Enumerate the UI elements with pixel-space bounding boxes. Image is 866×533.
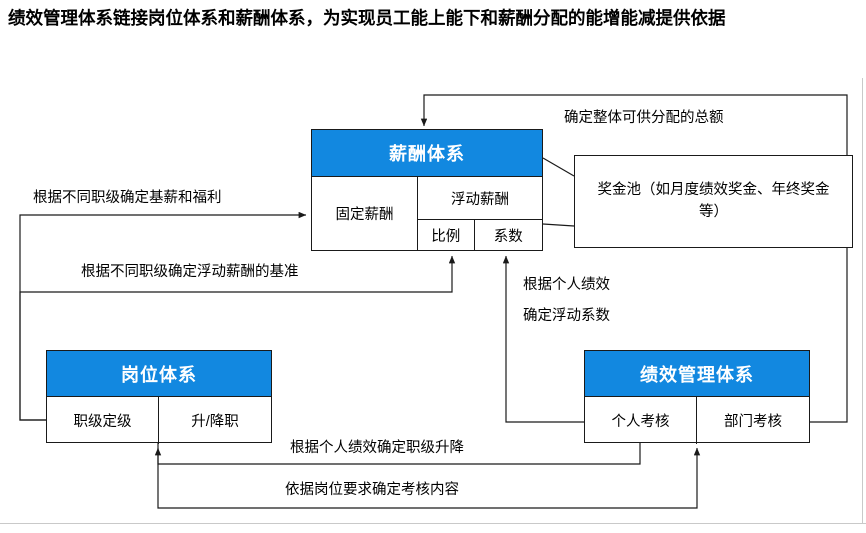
node-pay-system[interactable]: 薪酬体系 固定薪酬 浮动薪酬 比例 系数 — [311, 129, 543, 251]
cell-coefficient[interactable]: 系数 — [473, 220, 542, 250]
label-total-amount: 确定整体可供分配的总额 — [564, 110, 724, 126]
row-ratio-coefficient: 比例 系数 — [418, 219, 542, 250]
cell-individual-assessment[interactable]: 个人考核 — [611, 414, 670, 430]
slide-bottom-divider — [0, 523, 866, 524]
label-promotion-rule: 根据个人绩效确定职级升降 — [290, 440, 464, 456]
cell-fixed-salary[interactable]: 固定薪酬 — [335, 207, 394, 223]
cell-stack-floating: 浮动薪酬 比例 系数 — [417, 177, 542, 250]
label-floating-base: 根据不同职级确定浮动薪酬的基准 — [81, 264, 299, 280]
label-coefficient-line1: 根据个人绩效 — [523, 277, 610, 293]
label-coefficient-line2: 确定浮动系数 — [523, 308, 610, 324]
label-base-salary: 根据不同职级确定基薪和福利 — [33, 190, 222, 206]
cell-floating-salary[interactable]: 浮动薪酬 — [451, 191, 509, 208]
node-pay-system-body: 固定薪酬 浮动薪酬 比例 系数 — [312, 177, 542, 250]
node-job-system[interactable]: 岗位体系 职级定级 升/降职 — [46, 350, 272, 444]
node-job-system-body: 职级定级 升/降职 — [47, 397, 271, 444]
label-assessment-rule: 依据岗位要求确定考核内容 — [285, 482, 459, 498]
node-pay-system-header: 薪酬体系 — [312, 130, 542, 177]
cell-job-grading[interactable]: 职级定级 — [73, 414, 132, 430]
node-job-system-header: 岗位体系 — [47, 351, 271, 397]
node-performance-system-header: 绩效管理体系 — [585, 351, 809, 397]
cell-job-promotion[interactable]: 升/降职 — [158, 397, 271, 444]
node-performance-system-body: 个人考核 部门考核 — [585, 397, 809, 444]
cell-department-assessment[interactable]: 部门考核 — [696, 397, 809, 444]
edge-job-to-ratio — [19, 255, 456, 421]
callout-bonus-pool[interactable]: 奖金池（如月度绩效奖金、年终奖金等） — [574, 155, 853, 248]
node-performance-system[interactable]: 绩效管理体系 个人考核 部门考核 — [584, 350, 810, 444]
edge-performance-to-pay-total — [420, 94, 848, 423]
page-title: 绩效管理体系链接岗位体系和薪酬体系，为实现员工能上能下和薪酬分配的能增能减提供依… — [8, 8, 726, 28]
edge-job-to-department-assessment — [157, 443, 701, 509]
slide-right-divider — [862, 78, 863, 523]
callout-leader-bottom — [542, 223, 575, 227]
callout-leader-top — [542, 157, 575, 177]
cell-ratio[interactable]: 比例 — [431, 228, 461, 245]
edge-performance-to-coefficient — [502, 255, 584, 423]
